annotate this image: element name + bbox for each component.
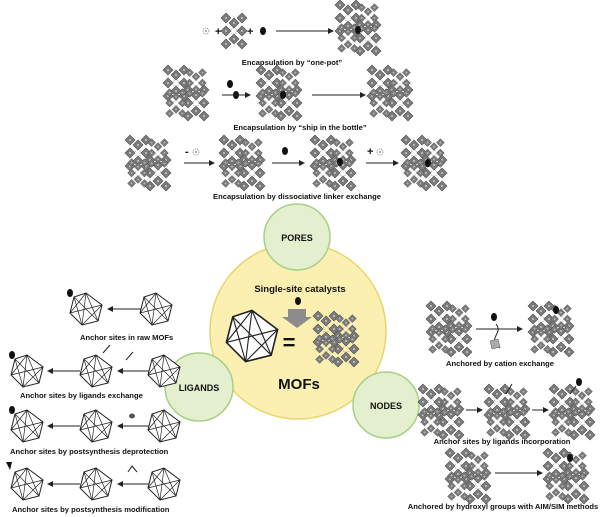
linker-exchange-scheme: - + Encapsulation by dissociative linker… [125, 135, 447, 201]
ligand-exchange-scheme: Anchor sites by ligands exchange [9, 344, 181, 400]
one-pot-caption: Encapsulation by “one-pot” [242, 58, 343, 67]
ligand-stub [505, 383, 513, 395]
octahedron-icon [69, 292, 103, 326]
ligands-label: LIGANDS [179, 383, 220, 393]
catalyst-icon [355, 26, 361, 34]
nodes-circle [352, 371, 420, 439]
mof-cluster-icon [543, 448, 589, 504]
catalyst-icon [6, 462, 12, 470]
pores-circle [263, 203, 331, 271]
mof-cluster-icon [367, 65, 413, 121]
mof-cluster-icon [219, 135, 265, 191]
single-site-label: Single-site catalysts [254, 284, 345, 295]
linker-icon [192, 148, 200, 156]
linker-icon [376, 148, 384, 156]
hydroxyl-caption: Anchored by hydroxyl groups with AIM/SIM… [408, 502, 598, 511]
ship-in-bottle-scheme: Encapsulation by “ship in the bottle” [163, 65, 413, 132]
catalyst-icon [280, 91, 286, 99]
catalyst-icon [425, 159, 431, 167]
octahedron-icon [79, 467, 113, 501]
modification-scheme: Anchor sites by postsynthesis modificati… [6, 462, 181, 514]
minus-sign: - [185, 146, 189, 158]
mof-cluster-icon [310, 135, 356, 191]
catalyst-icon [260, 27, 266, 35]
catalyst-icon [491, 313, 497, 321]
mof-cluster-icon [313, 311, 359, 367]
mof-cluster-icon [401, 135, 447, 191]
deprotection-caption: Anchor sites by postsynthesis deprotecti… [10, 447, 169, 456]
octahedron-icon [79, 354, 113, 388]
center-hub: PORES LIGANDS NODES Single-site catalyst… [164, 203, 420, 439]
raw-mofs-scheme: Anchor sites in raw MOFs [67, 289, 173, 342]
equals-sign: = [283, 330, 296, 355]
catalyst-icon [67, 289, 73, 297]
mof-cluster-icon [426, 301, 472, 357]
catalyst-icon [295, 297, 301, 305]
mof-cluster-icon [445, 448, 491, 504]
mof-icon [220, 12, 248, 50]
catalyst-icon [576, 378, 582, 386]
cation-exchange-caption: Anchored by cation exchange [446, 359, 554, 368]
plus-sign: + [215, 26, 221, 38]
octahedron-icon [147, 409, 181, 443]
linker-icon [202, 27, 210, 35]
catalyst-icon [553, 306, 559, 314]
plus-sign: + [367, 146, 373, 158]
ligand-exchange-caption: Anchor sites by ligands exchange [20, 391, 143, 400]
octahedron-icon [147, 467, 181, 501]
functional-group-icon [127, 465, 138, 473]
down-arrow-icon [282, 309, 312, 328]
ligands-circle [164, 352, 234, 422]
octahedron-icon [147, 354, 181, 388]
catalyst-icon [337, 158, 343, 166]
ligand-stub [102, 344, 111, 354]
ligand-incorporation-caption: Anchor sites by ligands incorporation [434, 437, 571, 446]
ligand-incorporation-scheme: Anchor sites by ligands incorporation [418, 378, 595, 446]
raw-mofs-caption: Anchor sites in raw MOFs [80, 333, 173, 342]
ligand-stub [125, 351, 134, 361]
cation-icon [489, 338, 501, 350]
octahedron-icon [10, 354, 44, 388]
mof-cluster-icon [163, 65, 209, 121]
one-pot-scheme: + + Encapsulation by “one-pot” [202, 0, 381, 67]
catalyst-icon [9, 406, 15, 414]
deprotection-scheme: Anchor sites by postsynthesis deprotecti… [9, 406, 181, 456]
plus-sign: + [247, 26, 253, 38]
catalyst-icon [227, 80, 233, 88]
mof-cluster-icon [549, 384, 595, 440]
catalyst-icon [567, 454, 573, 462]
pores-label: PORES [281, 233, 313, 243]
cation-exchange-scheme: Anchored by cation exchange [426, 301, 574, 368]
mofs-label: MOFs [278, 376, 320, 393]
octahedron-icon [10, 467, 44, 501]
hydroxyl-scheme: Anchored by hydroxyl groups with AIM/SIM… [408, 448, 598, 511]
ligand-stub [569, 385, 577, 395]
catalyst-icon [282, 147, 288, 155]
mof-cluster-icon [418, 384, 464, 440]
octahedron-icon [10, 409, 44, 443]
octahedron-icon [79, 409, 113, 443]
linker-exchange-caption: Encapsulation by dissociative linker exc… [213, 192, 381, 201]
mof-cluster-icon [125, 135, 171, 191]
octahedron-icon [139, 292, 173, 326]
modification-caption: Anchor sites by postsynthesis modificati… [12, 505, 170, 514]
protecting-group-icon [129, 413, 135, 419]
nodes-label: NODES [370, 401, 402, 411]
mof-cluster-icon [256, 65, 302, 121]
ship-in-bottle-caption: Encapsulation by “ship in the bottle” [233, 123, 367, 132]
catalyst-icon [9, 351, 15, 359]
mof-cluster-icon [528, 301, 574, 357]
